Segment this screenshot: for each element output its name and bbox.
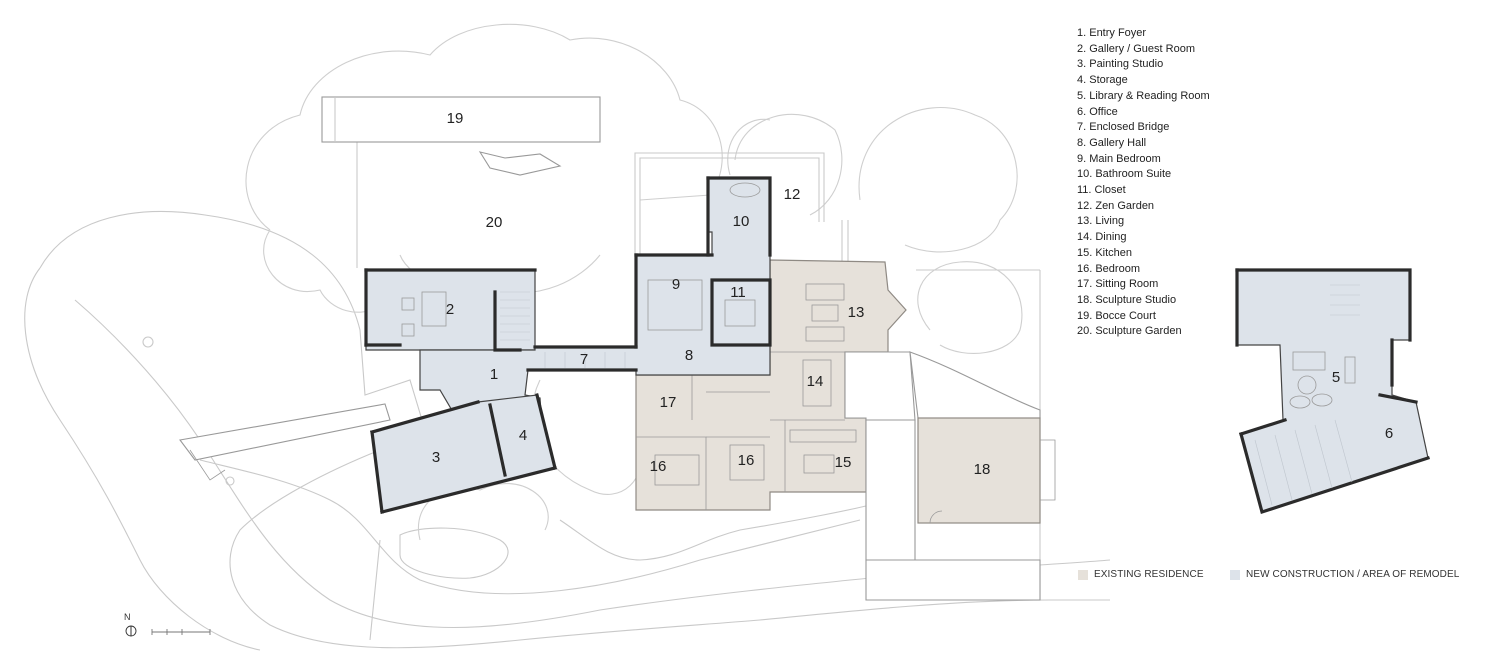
room-number-9: 9 [672,276,680,293]
room-number-12: 12 [784,186,801,203]
legend-item: 16. Bedroom [1077,262,1140,275]
room-number-19: 19 [447,110,464,127]
room-number-3: 3 [432,449,440,466]
room-number-2: 2 [446,301,454,318]
legend-item: 20. Sculpture Garden [1077,325,1182,338]
upper-level-plan [1235,268,1431,515]
key-existing-label: EXISTING RESIDENCE [1094,569,1204,580]
sculpture-studio [917,417,1056,524]
new-construction [364,176,772,514]
legend-item: 3. Painting Studio [1077,58,1164,71]
room-number-4: 4 [519,427,527,444]
legend-item: 12. Zen Garden [1077,199,1155,212]
legend-item: 13. Living [1077,215,1125,228]
room-number-1: 1 [490,366,498,383]
room-numbers: 1 2 3 4 5 6 7 8 9 10 11 12 13 14 15 16 1… [432,110,1393,478]
legend-item: 15. Kitchen [1077,246,1133,259]
key-existing: EXISTING RESIDENCE [1078,569,1204,580]
room-number-8: 8 [685,347,693,364]
site-landscape [24,130,1111,651]
room-number-14: 14 [807,373,824,390]
room-number-17: 17 [660,394,677,411]
existing-swatch [1078,569,1088,580]
north-label: N [124,612,131,622]
room-legend: 1. Entry Foyer 2. Gallery / Guest Room 3… [1077,26,1210,340]
legend-item: 11. Closet [1077,184,1126,197]
room-number-13: 13 [848,304,865,321]
room-number-5: 5 [1332,369,1340,386]
legend-item: 14. Dining [1077,231,1127,244]
room-number-6: 6 [1385,425,1393,442]
legend-item: 2. Gallery / Guest Room [1077,42,1195,55]
legend-item: 17. Sitting Room [1077,278,1159,291]
key-new: NEW CONSTRUCTION / AREA OF REMODEL [1230,569,1459,580]
bocce-court [321,96,601,176]
key-new-label: NEW CONSTRUCTION / AREA OF REMODEL [1246,569,1460,580]
legend-item: 8. Gallery Hall [1077,136,1147,149]
room-number-10: 10 [733,213,750,230]
legend-item: 1. Entry Foyer [1077,27,1147,39]
room-number-7: 7 [580,351,588,368]
legend-item: 10. Bathroom Suite [1077,168,1172,181]
legend-item: 5. Library & Reading Room [1077,89,1210,102]
room-number-11: 11 [730,284,746,301]
legend-item: 19. Bocce Court [1077,309,1156,322]
north-arrow [125,625,137,637]
deck-areas [844,351,1041,601]
room-number-20: 20 [486,214,503,231]
room-number-16-right: 16 [738,452,755,469]
existing-residence [635,259,907,511]
room-number-16-left: 16 [650,458,667,475]
room-number-15: 15 [835,454,852,471]
new-construction-swatch [1230,569,1240,580]
room-number-18: 18 [974,461,991,478]
scale-bar [151,629,211,635]
legend-item: 4. Storage [1077,74,1128,87]
legend-item: 9. Main Bedroom [1077,152,1161,165]
legend-item: 7. Enclosed Bridge [1077,121,1170,134]
legend-item: 6. Office [1077,105,1118,118]
legend-item: 18. Sculpture Studio [1077,293,1177,306]
zen-garden [634,152,849,265]
